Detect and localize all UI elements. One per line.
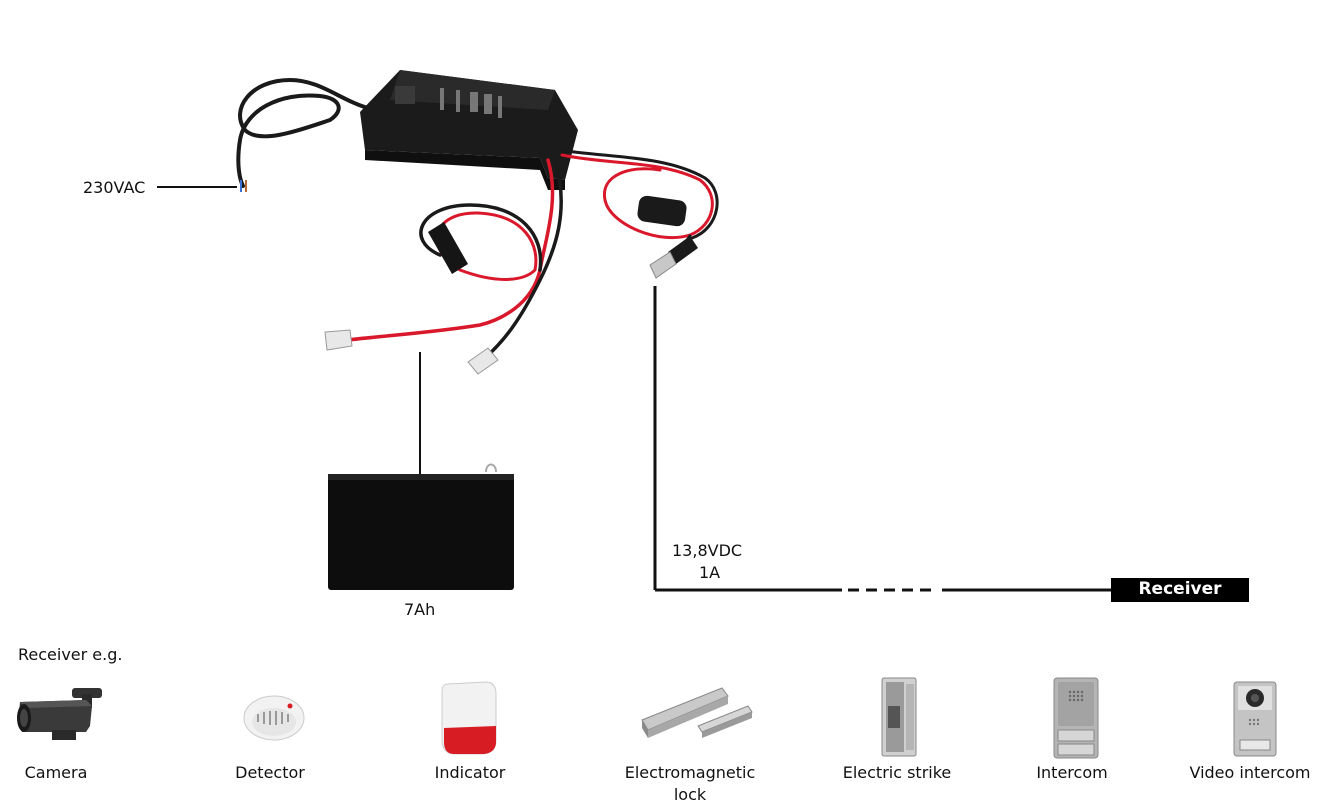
electric-strike-icon	[881, 677, 917, 757]
dc-output-cable	[558, 148, 719, 252]
battery-cables	[346, 158, 563, 360]
device-label-indicator: Indicator	[434, 763, 506, 782]
device-label-electromagnetic-lock-line1: Electromagnetic	[624, 763, 756, 782]
intercom-panel-icon	[1053, 677, 1099, 759]
device-label-intercom: Intercom	[1036, 763, 1108, 782]
output-line	[653, 286, 1112, 592]
power-supply-unit	[360, 70, 578, 190]
output-voltage-label: 13,8VDC	[672, 541, 743, 560]
device-label-electromagnetic-lock-line2: lock	[673, 785, 707, 804]
ferrite-core	[637, 195, 687, 227]
receiver-examples-title: Receiver e.g.	[18, 645, 123, 664]
siren-indicator-icon	[441, 681, 497, 755]
device-label-camera: Camera	[24, 763, 88, 782]
spade-connector-red	[324, 329, 353, 351]
input-voltage-label: 230VAC	[83, 178, 146, 197]
device-label-electric-strike: Electric strike	[842, 763, 952, 782]
battery-capacity-label: 7Ah	[404, 600, 436, 619]
electromagnetic-lock-icon	[641, 687, 753, 738]
video-intercom-icon	[1233, 681, 1277, 757]
spade-connector-black	[467, 347, 499, 375]
fuse-holder	[428, 222, 468, 274]
smoke-detector-icon	[243, 695, 305, 741]
ac-input-cable	[236, 77, 370, 188]
device-label-detector: Detector	[235, 763, 305, 782]
output-current-label: 1A	[699, 563, 721, 582]
dc-jack-plug	[649, 236, 698, 279]
camera-icon	[17, 688, 102, 740]
battery	[328, 463, 514, 590]
receiver-box: Receiver	[1111, 578, 1249, 602]
device-label-video-intercom: Video intercom	[1189, 763, 1311, 782]
